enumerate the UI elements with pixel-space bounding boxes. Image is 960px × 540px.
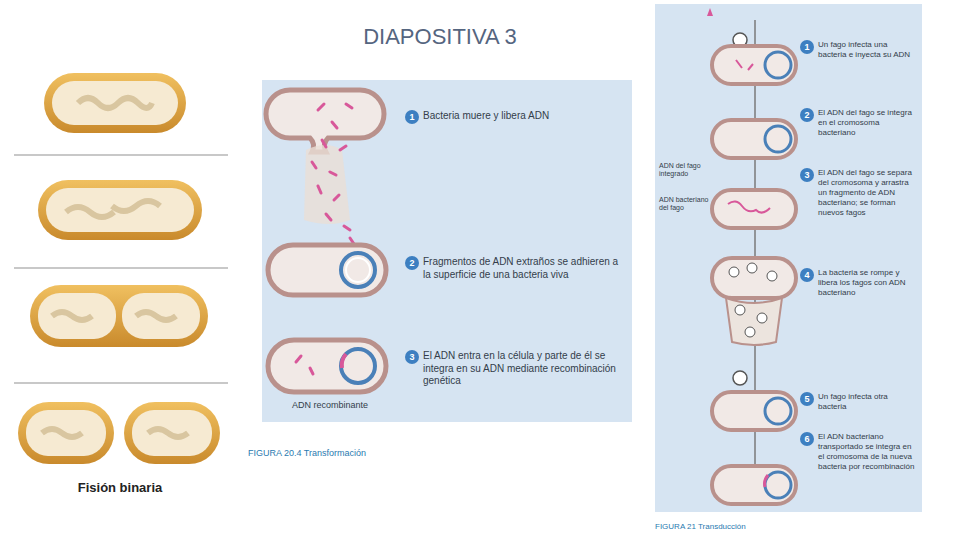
part-label: ADN del fago integrado xyxy=(659,162,709,179)
callout-number: 1 xyxy=(405,110,419,124)
step-text: Fragmentos de ADN extraños se adhieren a… xyxy=(405,256,620,281)
step-callout: 2Fragmentos de ADN extraños se adhieren … xyxy=(405,256,620,283)
step-callout: 3El ADN entra en la célula y parte de él… xyxy=(405,350,620,390)
figure-caption: FIGURA 20.4 Transformación xyxy=(248,448,508,459)
cell xyxy=(712,33,796,84)
callout-number: 4 xyxy=(800,268,814,282)
transduction-panel xyxy=(655,4,922,512)
step-text: El ADN bacteriano transportado se integr… xyxy=(800,432,918,472)
step-callout: 6El ADN bacteriano transportado se integ… xyxy=(800,432,918,474)
step-text: El ADN del fago se separa del cromosoma … xyxy=(800,168,918,218)
part-label: ADN recombinante xyxy=(270,400,390,411)
step-text: Bacteria muere y libera ADN xyxy=(405,110,620,123)
step-text: El ADN del fago se integra en el cromoso… xyxy=(800,108,918,138)
burst-cell xyxy=(712,258,796,345)
callout-number: 3 xyxy=(405,350,419,364)
step-callout: 1Bacteria muere y libera ADN xyxy=(405,110,620,126)
callout-number: 3 xyxy=(800,168,814,182)
step-callout: 1Un fago infecta una bacteria e inyecta … xyxy=(800,40,918,62)
callout-number: 5 xyxy=(800,392,814,406)
part-label: Fisión binaria xyxy=(40,480,200,496)
callout-number: 2 xyxy=(800,108,814,122)
cell xyxy=(712,466,796,504)
cell xyxy=(712,120,796,158)
step-text: Un fago infecta otra bacteria xyxy=(800,392,918,412)
slide-title: DIAPOSITIVA 3 xyxy=(300,24,580,50)
step-text: La bacteria se rompe y libera los fagos … xyxy=(800,268,918,298)
part-label: ADN bacteriano del fago xyxy=(659,196,709,213)
step-text: El ADN entra en la célula y parte de él … xyxy=(405,350,620,388)
step-text: Un fago infecta una bacteria e inyecta s… xyxy=(800,40,918,60)
transformation-panel xyxy=(262,80,632,422)
cell xyxy=(712,190,796,228)
callout-number: 1 xyxy=(800,40,814,54)
step-callout: 4La bacteria se rompe y libera los fagos… xyxy=(800,268,918,300)
step-callout: 2El ADN del fago se integra en el cromos… xyxy=(800,108,918,140)
step-callout: 3El ADN del fago se separa del cromosoma… xyxy=(800,168,918,220)
cell xyxy=(712,371,796,430)
binary-fission xyxy=(14,73,228,464)
figure-caption: FIGURA 21 Transducción xyxy=(655,522,905,532)
step-callout: 5Un fago infecta otra bacteria xyxy=(800,392,918,414)
callout-number: 2 xyxy=(405,256,419,270)
callout-number: 6 xyxy=(800,432,814,446)
